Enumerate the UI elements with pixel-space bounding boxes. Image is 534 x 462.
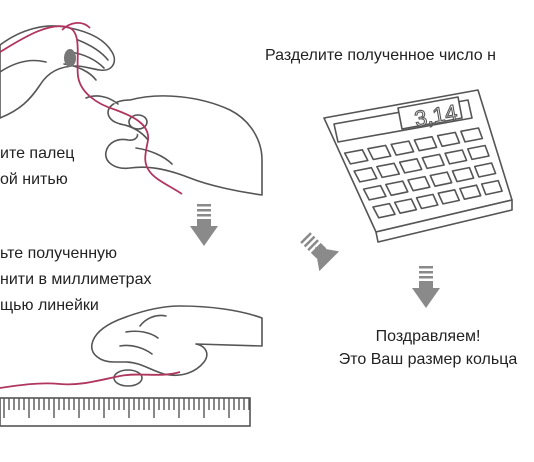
calculator-key: [353, 166, 378, 183]
hand-with-thread-icon: [0, 25, 263, 196]
calculator-key: [384, 180, 409, 197]
step1-text-line2: ой нитью: [0, 171, 68, 188]
calculator-key: [480, 179, 503, 196]
calculator-key: [393, 198, 418, 214]
calculator-key: [415, 193, 439, 210]
step2-text-line1: ьте полученную: [0, 245, 118, 262]
calculator-key: [436, 131, 461, 148]
result-text-line2: Это Ваш размер кольца: [338, 351, 518, 368]
calculator-key: [473, 162, 497, 178]
down-arrow-icon: [412, 266, 440, 308]
calculator-key: [460, 127, 484, 143]
calculator-key: [437, 189, 461, 205]
calculator-key: [444, 149, 468, 165]
calculator-key: [343, 149, 369, 165]
step2-text-line2: нити в миллиметрах: [0, 271, 152, 288]
hand-measuring-icon: [90, 305, 263, 387]
calculator-key: [459, 184, 482, 200]
calculator-key: [451, 166, 475, 183]
step2-text-line3: щью линейки: [0, 297, 99, 314]
calculator-icon: [323, 89, 513, 243]
calculator-key: [376, 162, 401, 179]
down-arrow-icon: [190, 204, 218, 246]
calculator-key: [362, 184, 387, 201]
step1-text-line1: ите палец: [0, 145, 75, 162]
diagonal-arrow-icon: [300, 232, 340, 272]
ruler-icon: [0, 397, 251, 427]
calculator-key: [398, 158, 423, 174]
calculator-key: [466, 144, 490, 161]
thread-line: [0, 25, 183, 195]
calculator-key: [421, 153, 445, 170]
calculator-key: [372, 202, 396, 219]
calculator-key: [429, 171, 453, 187]
thread-loop: [61, 22, 91, 31]
calculator-key: [413, 135, 438, 152]
calculator-key: [407, 175, 431, 192]
result-text-line1: Поздравляем!: [375, 328, 481, 345]
calculator-key: [367, 144, 392, 161]
thread-on-ruler: [0, 371, 181, 389]
calculator-key: [390, 140, 415, 156]
step3-text: Разделите полученное число н: [265, 47, 496, 64]
